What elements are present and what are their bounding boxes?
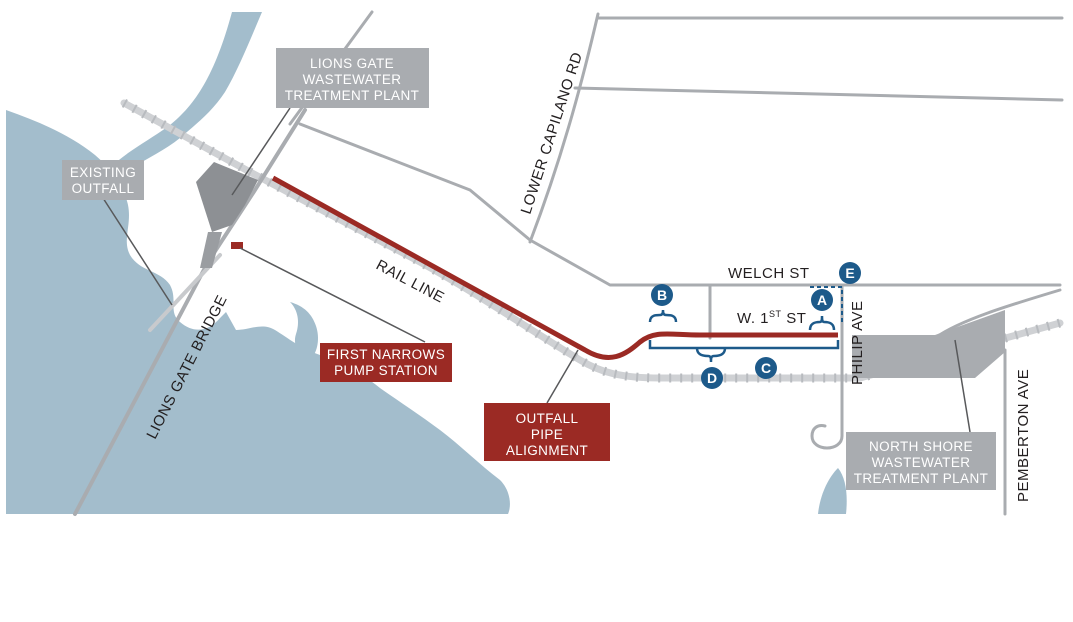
marker-e: E [839,262,861,284]
road-label-pemberton: PEMBERTON AVE [1015,369,1032,502]
svg-text:TREATMENT PLANT: TREATMENT PLANT [285,88,420,103]
callout-north-shore-plant: NORTH SHORE WASTEWATER TREATMENT PLANT [846,432,996,490]
bracket-d [695,347,727,363]
water-east-lagoon [818,468,847,514]
svg-text:WASTEWATER: WASTEWATER [303,72,402,87]
svg-text:PIPE: PIPE [531,427,563,442]
marker-d: D [701,367,723,389]
svg-text:TREATMENT PLANT: TREATMENT PLANT [854,471,989,486]
svg-text:FIRST NARROWS: FIRST NARROWS [327,347,445,362]
callout-first-narrows: FIRST NARROWS PUMP STATION [320,343,452,382]
svg-text:EXISTING: EXISTING [70,165,136,180]
lions-gate-plant-structure [200,232,222,268]
lions-gate-bridge-road [73,108,307,516]
marker-b: B [651,284,673,306]
callout-lions-gate-plant: LIONS GATE WASTEWATER TREATMENT PLANT [276,48,429,108]
road-label-philip: PHILIP AVE [849,301,866,386]
svg-text:E: E [845,265,854,281]
svg-text:B: B [657,287,667,303]
svg-text:ALIGNMENT: ALIGNMENT [506,443,588,458]
svg-text:OUTFALL: OUTFALL [516,411,579,426]
marker-a: A [811,289,833,311]
rail-line [120,99,1064,382]
bracket-a [808,315,836,331]
road-label-welch: WELCH ST [728,265,810,282]
svg-text:PUMP STATION: PUMP STATION [334,363,438,378]
bracket-b [648,309,678,323]
marker-c: C [755,357,777,379]
svg-text:LIONS GATE: LIONS GATE [310,56,394,71]
water-creek-small [290,302,318,360]
callout-outfall-pipe: OUTFALL PIPE ALIGNMENT [484,403,610,461]
svg-text:D: D [707,370,717,386]
svg-text:NORTH SHORE: NORTH SHORE [869,439,973,454]
leader-lines [102,107,971,433]
callout-existing-outfall: EXISTING OUTFALL [62,160,144,200]
bracket-c [648,340,840,350]
first-narrows-pump-station [231,242,243,249]
segment-brackets [648,309,840,363]
segment-e-path [810,286,843,322]
svg-text:C: C [761,360,771,376]
svg-text:A: A [817,292,827,308]
svg-text:OUTFALL: OUTFALL [72,181,135,196]
water-body-west [6,110,510,514]
road-label-w1st: W. 1ST ST [737,309,806,327]
svg-text:WASTEWATER: WASTEWATER [872,455,971,470]
outfall-pipe-alignment [271,175,838,360]
north-shore-plant-building [852,310,1005,378]
